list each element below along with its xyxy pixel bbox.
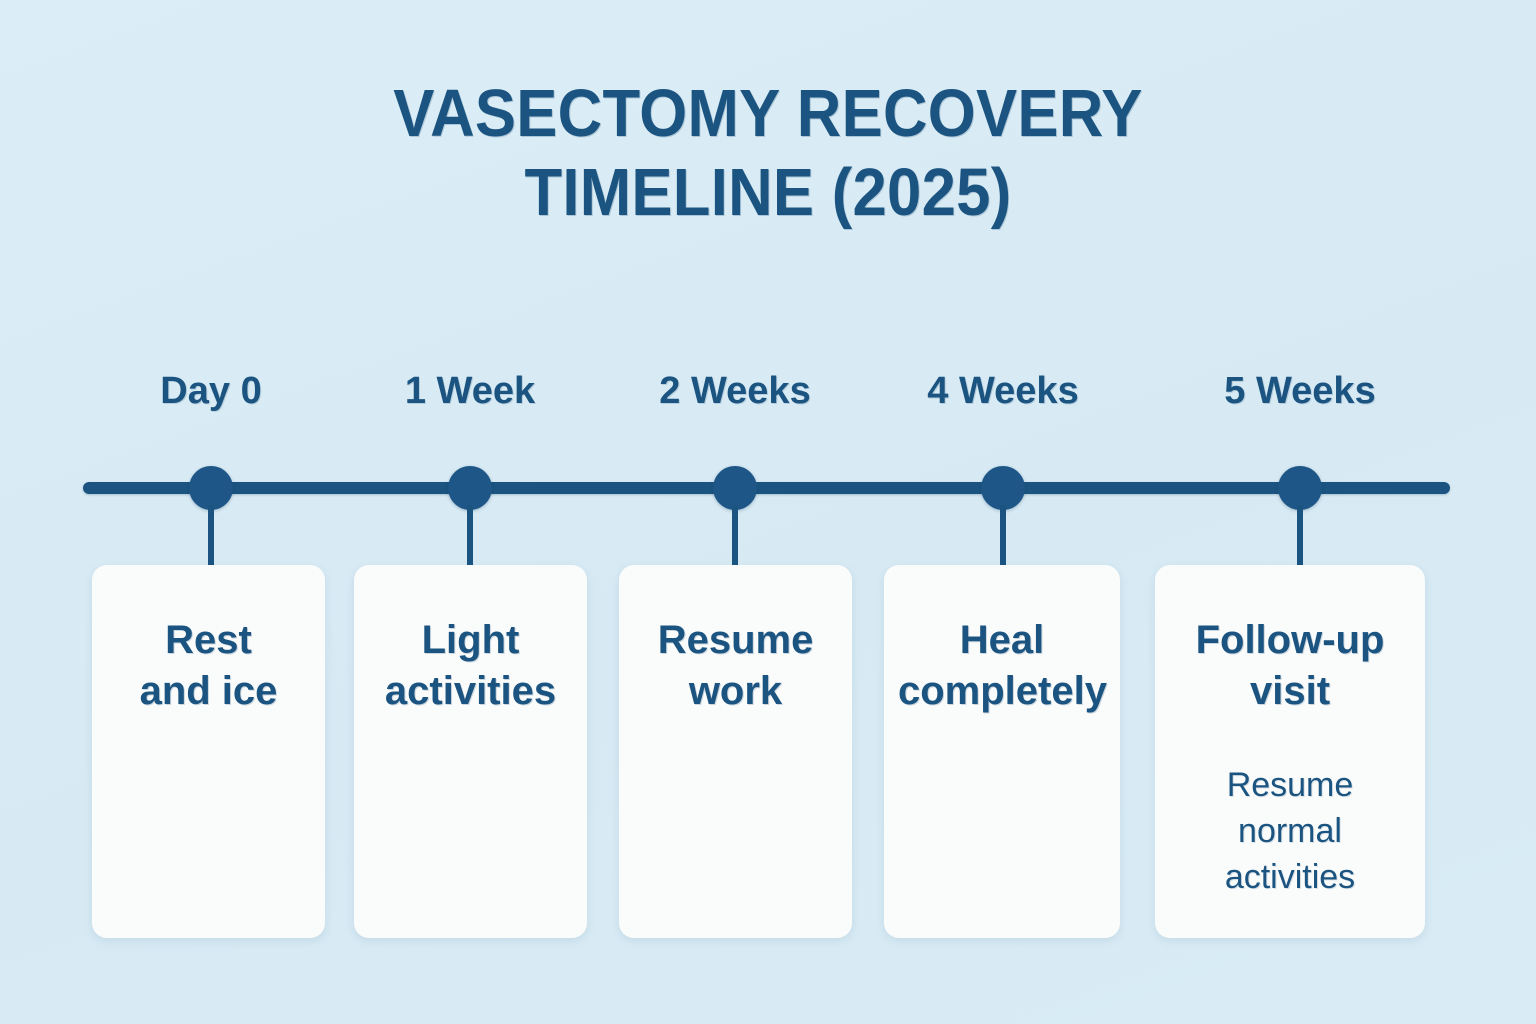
timeline-dot-icon[interactable] [1278,466,1322,510]
timeline-connector [1297,505,1303,567]
page-title-line-2: TIMELINE (2025) [524,155,1012,230]
timeline-dot-icon[interactable] [981,466,1025,510]
milestone-label: Day 0 [160,370,262,412]
milestone-label: 4 Weeks [927,370,1079,412]
timeline-axis [83,482,1450,494]
timeline-connector [208,505,214,567]
page-title: VASECTOMY RECOVERY TIMELINE (2025) [61,76,1474,234]
timeline-connector [1000,505,1006,567]
timeline-connector [467,505,473,567]
milestone-label: 1 Week [404,370,536,412]
milestone-label: 2 Weeks [659,370,811,412]
page-title-line-1: VASECTOMY RECOVERY [393,76,1143,151]
timeline-connector [732,505,738,567]
timeline-dot-icon[interactable] [448,466,492,510]
timeline-dot-icon[interactable] [713,466,757,510]
timeline-dot-icon[interactable] [189,466,233,510]
milestone-label: 5 Weeks [1224,370,1376,412]
